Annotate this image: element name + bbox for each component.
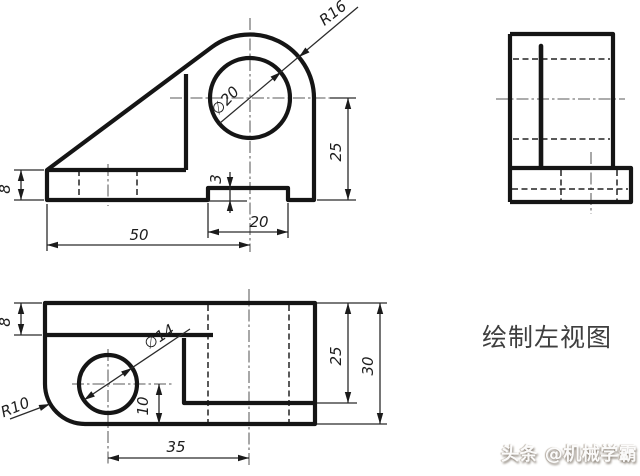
dim-front-8: 8: [0, 169, 44, 201]
dim-label-r16: R16: [316, 0, 350, 29]
arrowhead: [38, 404, 50, 411]
arrowhead: [17, 170, 25, 181]
arrowhead: [226, 200, 234, 211]
left-view: [496, 31, 634, 214]
arrowhead: [108, 454, 119, 462]
dim-front-d20: ∅20: [208, 72, 281, 118]
arrowhead: [239, 241, 250, 249]
left-view-centerlines: [496, 98, 625, 214]
dim-label-3: 3: [207, 174, 225, 184]
dim-label-8: 8: [0, 317, 14, 327]
arrowhead: [226, 177, 234, 188]
ext-line: [207, 203, 289, 238]
hole-circle: [76, 352, 140, 416]
top-view: 8 ∅14 R10 10 35: [0, 289, 387, 466]
arrowhead: [238, 454, 249, 462]
front-view: 8 50 20 3: [0, 0, 359, 252]
ext-line: [317, 302, 387, 404]
hole-circle: [207, 55, 293, 141]
dim-label-20: 20: [249, 213, 268, 231]
dim-label-25: 25: [327, 346, 345, 365]
outline-path: [181, 338, 315, 406]
dim-top-r10: R10: [0, 393, 51, 421]
outline-path: [510, 31, 616, 168]
arrowhead: [155, 413, 163, 424]
arrowhead: [155, 384, 163, 395]
ext-line: [14, 302, 42, 336]
dim-front-r16: R16: [299, 0, 350, 57]
arrowhead: [277, 228, 288, 236]
dim-top-30: 30: [317, 303, 387, 425]
arrowhead: [17, 189, 25, 200]
dim-label-25: 25: [327, 142, 345, 161]
outline-path: [44, 32, 317, 203]
arrowhead: [299, 47, 310, 57]
arrowhead: [376, 413, 384, 424]
dim-front-20: 20: [207, 203, 289, 238]
left-view-outline: [507, 31, 634, 205]
dim-label-10: 10: [134, 396, 152, 415]
arrowhead: [344, 303, 352, 314]
dim-top-25: 25: [317, 302, 387, 404]
dim-label-8: 8: [0, 184, 14, 194]
arrowhead: [17, 303, 25, 314]
arrowhead: [208, 228, 219, 236]
ext-line: [14, 169, 44, 201]
arrowhead: [376, 303, 384, 314]
arrowhead: [84, 391, 95, 400]
outline-path: [510, 165, 634, 205]
dim-label-50: 50: [129, 226, 148, 244]
front-view-outline: [44, 32, 317, 203]
dim-top-10: 10: [134, 384, 163, 424]
leader-line: [219, 6, 359, 124]
ext-line: [317, 97, 356, 201]
dim-label-d14: ∅14: [141, 321, 178, 354]
top-view-outline: [42, 300, 318, 427]
arrowhead: [17, 324, 25, 335]
dim-front-25: 25: [317, 97, 356, 201]
dim-label-35: 35: [166, 438, 185, 456]
outline-path: [42, 300, 318, 427]
dim-front-50: 50: [46, 204, 250, 251]
dim-top-35: 35: [108, 438, 249, 462]
arrowhead: [344, 189, 352, 200]
arrowhead: [344, 98, 352, 109]
arrowhead: [47, 241, 58, 249]
dim-top-8: 8: [0, 302, 42, 336]
arrowhead: [270, 72, 281, 82]
left-view-hidden-lines: [512, 58, 628, 200]
arrowhead: [121, 368, 132, 377]
front-view-hidden-lines: [78, 170, 138, 200]
arrowhead: [344, 392, 352, 403]
watermark-text: 头条 @机械学霸: [501, 444, 638, 465]
dim-label-30: 30: [359, 356, 377, 375]
top-view-centerlines: [72, 289, 250, 466]
leader-line: [83, 328, 191, 401]
dim-front-3: 3: [207, 172, 247, 213]
instruction-text: 绘制左视图: [482, 323, 613, 352]
